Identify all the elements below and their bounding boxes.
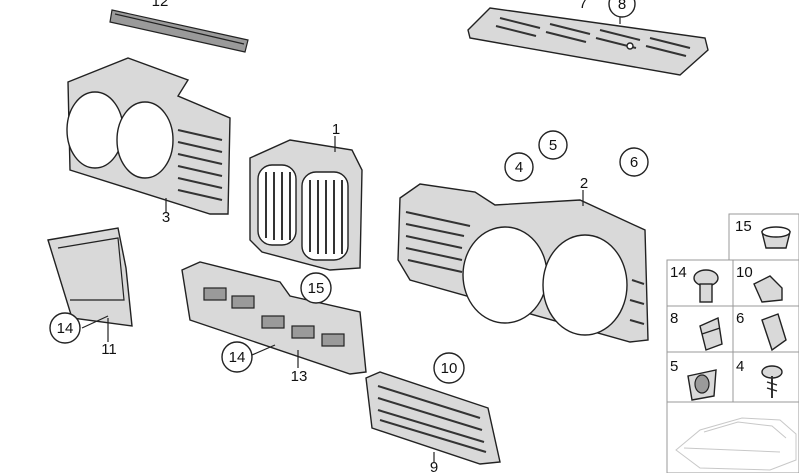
callout-1: 1: [332, 121, 340, 138]
callout-12: 12: [152, 0, 169, 10]
part-2-right-headlight-frame[interactable]: [397, 183, 649, 343]
clip-15-icon: [761, 226, 791, 249]
part-12-seal-strip[interactable]: [109, 9, 249, 53]
part-9-side-grille[interactable]: [365, 371, 501, 465]
callout-14b: 14: [229, 349, 246, 366]
clip-10-icon: [753, 275, 783, 303]
legend-8: 8: [670, 310, 678, 327]
car-outline-icon: [675, 417, 797, 471]
callout-6-circle: [619, 147, 649, 177]
callout-7: 7: [579, 0, 587, 12]
callout-9: 9: [430, 459, 438, 473]
callout-15: 15: [308, 280, 325, 297]
clip-6-icon: [761, 313, 787, 352]
legend-15: 15: [735, 218, 752, 235]
callout-2: 2: [580, 175, 588, 192]
legend-10: 10: [736, 264, 753, 281]
part-3-slats: [177, 129, 223, 201]
part-9-slats: [377, 385, 487, 453]
callout-4-circle: [504, 152, 534, 182]
callout-14a-circle: [49, 312, 81, 344]
callout-13: 13: [291, 368, 308, 385]
part-11-air-duct[interactable]: [47, 227, 133, 327]
screw-4-icon: [761, 365, 783, 398]
nut-5-icon: [687, 369, 717, 401]
callout-8-circle: [608, 0, 636, 18]
callout-4: 4: [515, 159, 523, 176]
legend-4: 4: [736, 358, 744, 375]
callout-14b-circle: [221, 341, 253, 373]
callout-8: 8: [618, 0, 626, 13]
leader-lines: [81, 12, 621, 462]
clip-8-icon: [699, 316, 723, 351]
part-7-vent-slots: [495, 17, 691, 57]
part-13-lower-grille-panel[interactable]: [181, 261, 367, 375]
callout-15-circle: [300, 272, 332, 304]
part-13-openings: [203, 287, 345, 347]
legend-5: 5: [670, 358, 678, 375]
part-3-left-headlight-frame[interactable]: [66, 57, 231, 215]
part-7-top-vent-grille[interactable]: [467, 7, 709, 76]
fastener-legend: 15 14 10 8 6 5 4: [666, 213, 799, 473]
part-2-slats: [405, 211, 645, 325]
callout-5: 5: [549, 137, 557, 154]
callout-11: 11: [101, 341, 117, 358]
callout-3: 3: [162, 209, 170, 226]
plug-14-icon: [693, 269, 719, 303]
legend-14: 14: [670, 264, 687, 281]
callout-6: 6: [630, 154, 638, 171]
callout-10: 10: [441, 360, 458, 377]
callout-10-circle: [433, 352, 465, 384]
callout-14a: 14: [57, 320, 74, 337]
legend-6: 6: [736, 310, 744, 327]
part-1-kidney-grille[interactable]: [249, 139, 363, 271]
part-1-vertical-bars: [265, 172, 343, 254]
callout-5-circle: [538, 130, 568, 160]
